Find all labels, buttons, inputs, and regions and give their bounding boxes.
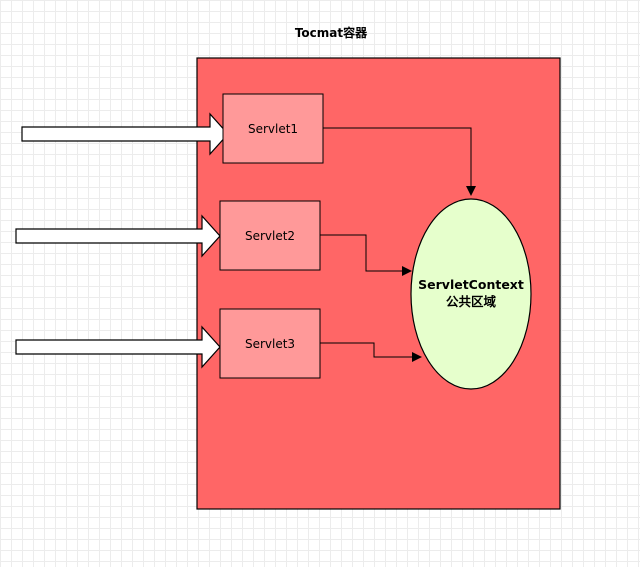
container-title: Tocmat容器 — [295, 25, 368, 40]
connector-servlet3-context — [320, 342, 422, 362]
connector-servlet1-context — [323, 127, 476, 196]
servlet-box-3[interactable]: Servlet3 — [219, 308, 321, 379]
servlet-box-1[interactable]: Servlet1 — [222, 93, 324, 164]
servlet-context[interactable]: ServletContext 公共区域 — [410, 198, 532, 390]
servlet-label-3: Servlet3 — [245, 337, 295, 351]
connector-servlet2-context — [320, 234, 412, 276]
servlet-label-1: Servlet1 — [248, 122, 298, 136]
servlet-box-3-shape — [219, 308, 321, 379]
servlet-box-2[interactable]: Servlet2 — [219, 200, 321, 271]
request-arrow-2 — [15, 214, 221, 258]
servlet-context-label: ServletContext — [418, 277, 524, 292]
servlet-context-shape — [410, 198, 532, 390]
servlet-box-1-shape — [222, 93, 324, 164]
servlet-label-2: Servlet2 — [245, 229, 295, 243]
request-arrow-1 — [21, 112, 229, 156]
servlet-context-sublabel: 公共区域 — [446, 294, 497, 309]
request-arrow-3 — [15, 325, 221, 369]
servlet-box-2-shape — [219, 200, 321, 271]
